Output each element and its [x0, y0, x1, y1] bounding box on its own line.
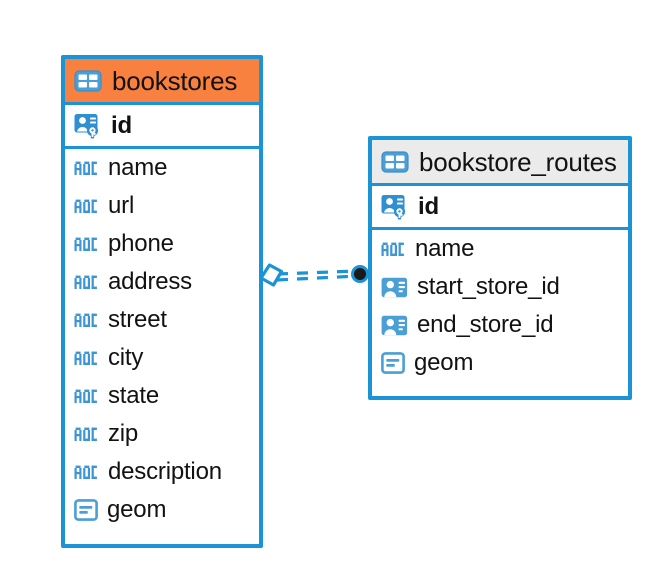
abc-text-icon	[74, 389, 99, 403]
field-row-address[interactable]: address	[65, 263, 259, 301]
foreign-key-icon	[381, 277, 408, 298]
entity-bookstores[interactable]: bookstores	[61, 55, 263, 548]
relationship-line-upper	[276, 269, 359, 276]
field-row-street[interactable]: street	[65, 301, 259, 339]
field-row-id[interactable]: id	[65, 105, 259, 149]
field-name: geom	[107, 496, 167, 523]
abc-text-icon	[74, 275, 99, 289]
primary-key-icon	[74, 113, 102, 139]
field-row-name[interactable]: name	[65, 149, 259, 187]
field-row-start-store-id[interactable]: start_store_id	[372, 268, 628, 306]
field-row-url[interactable]: url	[65, 187, 259, 225]
field-row-state[interactable]: state	[65, 377, 259, 415]
entity-bookstore-routes[interactable]: bookstore_routes	[368, 136, 632, 400]
entity-title: bookstores	[112, 65, 238, 96]
geometry-icon	[381, 352, 405, 374]
field-name: geom	[414, 349, 474, 376]
field-name: state	[108, 382, 160, 409]
field-row-name[interactable]: name	[372, 230, 628, 268]
diamond-endpoint-icon	[259, 263, 284, 287]
primary-key-icon	[381, 194, 409, 220]
foreign-key-icon	[381, 315, 408, 336]
abc-text-icon	[381, 242, 406, 256]
field-name: id	[111, 111, 132, 139]
relationship-connector[interactable]	[255, 238, 377, 312]
field-name: end_store_id	[417, 311, 554, 338]
entity-title: bookstore_routes	[419, 146, 617, 177]
field-row-end-store-id[interactable]: end_store_id	[372, 306, 628, 344]
abc-text-icon	[74, 427, 99, 441]
field-name: description	[108, 458, 222, 485]
abc-text-icon	[74, 237, 99, 251]
field-name: start_store_id	[417, 273, 560, 300]
field-row-geom[interactable]: geom	[65, 491, 259, 529]
field-name: name	[415, 235, 475, 262]
geometry-icon	[74, 499, 98, 521]
field-row-phone[interactable]: phone	[65, 225, 259, 263]
field-name: zip	[108, 420, 139, 447]
field-name: address	[108, 268, 192, 295]
abc-text-icon	[74, 465, 99, 479]
relationship-line-lower	[276, 274, 359, 282]
filled-circle-endpoint-icon	[351, 265, 369, 283]
abc-text-icon	[74, 313, 99, 327]
field-name: id	[418, 192, 439, 220]
table-icon	[381, 150, 409, 173]
abc-text-icon	[74, 199, 99, 213]
field-row-geom[interactable]: geom	[372, 344, 628, 382]
abc-text-icon	[74, 351, 99, 365]
abc-text-icon	[74, 161, 99, 175]
field-name: phone	[108, 230, 174, 257]
field-row-city[interactable]: city	[65, 339, 259, 377]
field-name: city	[108, 344, 144, 371]
field-row-id[interactable]: id	[372, 186, 628, 230]
field-name: street	[108, 306, 167, 333]
entity-header-bookstores[interactable]: bookstores	[65, 59, 259, 105]
entity-header-bookstore-routes[interactable]: bookstore_routes	[372, 140, 628, 186]
field-name: name	[108, 154, 168, 181]
field-list-bookstore-routes: id	[372, 186, 628, 382]
field-row-zip[interactable]: zip	[65, 415, 259, 453]
field-name: url	[108, 192, 135, 219]
field-list-bookstores: id	[65, 105, 259, 529]
field-row-description[interactable]: description	[65, 453, 259, 491]
table-icon	[74, 69, 102, 92]
